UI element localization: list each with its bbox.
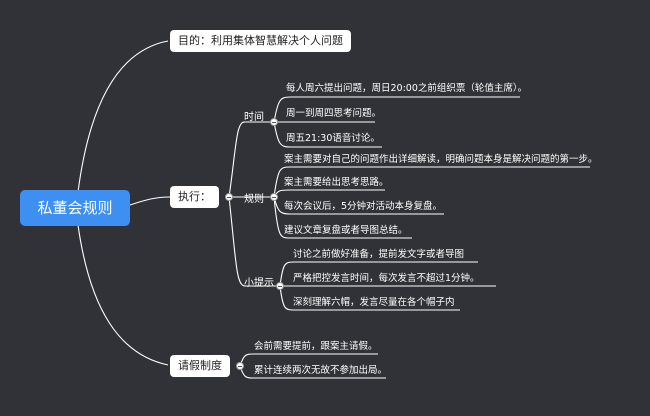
- execution-node[interactable]: 执行：: [170, 186, 219, 208]
- connector-exec-time: [228, 121, 270, 198]
- connector-root-purpose: [77, 40, 169, 193]
- connector-rules-3: [273, 196, 444, 215]
- execution-collapse-toggle[interactable]: [225, 193, 233, 201]
- purpose-node[interactable]: 目的：利用集体智慧解决个人问题: [170, 30, 351, 52]
- leave-item-2[interactable]: 累计连续两次无故不参加出局。: [254, 365, 388, 376]
- root-node[interactable]: 私董会规则: [20, 190, 130, 226]
- tips-item-3[interactable]: 深刻理解六帽，发言尽量在各个帽子内: [293, 297, 455, 308]
- tips-item-1[interactable]: 讨论之前做好准备，提前发文字或者导图: [293, 249, 465, 260]
- connector-rules-2: [273, 189, 385, 198]
- leave-collapse-toggle[interactable]: [236, 362, 244, 370]
- time-collapse-toggle[interactable]: [270, 118, 278, 126]
- connector-exec-tips: [228, 196, 276, 287]
- connector-rules-4: [273, 196, 412, 239]
- rules-collapse-toggle[interactable]: [270, 193, 278, 201]
- rules-item-1[interactable]: 案主需要对自己的问题作出详细解读，明确问题本身是解决问题的第一步。: [284, 154, 598, 165]
- time-item-3[interactable]: 周五21:30语音讨论。: [286, 133, 380, 144]
- leave-node[interactable]: 请假制度: [170, 355, 230, 377]
- connector-rules-1: [273, 166, 590, 198]
- time-item-1[interactable]: 每人周六提出问题，周日20:00之前组织票（轮值主席）。: [286, 83, 528, 94]
- connector-root-leave: [77, 224, 169, 366]
- connector-tips-3: [279, 285, 460, 311]
- rules-item-4[interactable]: 建议文章复盘或者导图总结。: [284, 225, 408, 236]
- time-branch-label[interactable]: 时间: [244, 112, 264, 123]
- time-item-2[interactable]: 周一到周四思考问题。: [286, 108, 382, 119]
- connector-time-3: [273, 121, 382, 148]
- rules-item-2[interactable]: 案主需要给出思考思路。: [284, 177, 389, 188]
- leave-item-1[interactable]: 会前需要提前，跟案主请假。: [254, 341, 378, 352]
- rules-item-3[interactable]: 每次会议后，5分钟对活动本身复盘。: [284, 201, 443, 212]
- tips-item-2[interactable]: 严格把控发言时间，每次发言不超过1分钟。: [293, 273, 480, 284]
- rules-branch-label[interactable]: 规则: [244, 194, 264, 205]
- tips-branch-label[interactable]: 小提示: [244, 278, 274, 289]
- connector-root-execution: [129, 196, 171, 206]
- tips-collapse-toggle[interactable]: [276, 282, 284, 290]
- connector-tips-1: [279, 261, 478, 287]
- connector-time-1: [273, 96, 520, 123]
